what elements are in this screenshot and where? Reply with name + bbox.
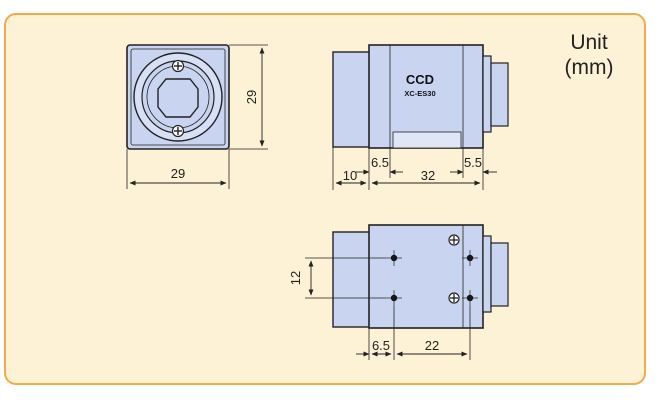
sensor-window <box>157 78 199 118</box>
side-right-offset-label: 5.5 <box>464 155 482 170</box>
side-rear-connector <box>490 62 509 127</box>
unit-label: Unit (mm) <box>565 31 614 79</box>
front-height-dimension-label: 29 <box>244 90 259 104</box>
bottom-screw-bottom-icon <box>448 292 460 304</box>
front-screw-bottom-icon <box>171 124 185 138</box>
bottom-rear-plate <box>482 235 492 313</box>
camera-brand-label: CCD <box>406 72 434 87</box>
front-screw-top-icon <box>171 59 185 73</box>
diagram-panel <box>4 13 646 385</box>
unit-label-line2: (mm) <box>565 56 614 79</box>
bottom-screw-top-icon <box>448 234 460 246</box>
mounting-hole-icon <box>462 290 478 306</box>
mounting-hole-icon <box>386 250 402 266</box>
bottom-vertical-spacing-label: 12 <box>288 271 303 285</box>
bottom-view: 12 6.5 22 <box>288 224 509 360</box>
side-front-length-label: 10 <box>343 168 357 183</box>
bottom-rear-connector <box>490 242 509 307</box>
camera-model-label: XC-ES30 <box>404 89 435 98</box>
front-width-dimension-label: 29 <box>171 166 185 181</box>
mounting-hole-icon <box>462 250 478 266</box>
bottom-hole-offset-label: 6.5 <box>372 338 390 353</box>
side-left-offset-label: 6.5 <box>371 155 389 170</box>
side-view: CCD XC-ES30 6.5 5.5 10 32 <box>332 44 509 190</box>
side-lens-mount <box>332 51 372 148</box>
unit-label-line1: Unit <box>570 31 608 54</box>
bottom-lens-mount <box>332 231 372 328</box>
mounting-hole-icon <box>386 290 402 306</box>
side-camera-body <box>368 44 484 149</box>
side-body-length-label: 32 <box>421 168 435 183</box>
bottom-camera-body <box>368 224 484 329</box>
side-rear-plate <box>482 55 492 133</box>
front-view: 29 29 <box>126 44 268 189</box>
bottom-horizontal-spacing-label: 22 <box>425 338 439 353</box>
